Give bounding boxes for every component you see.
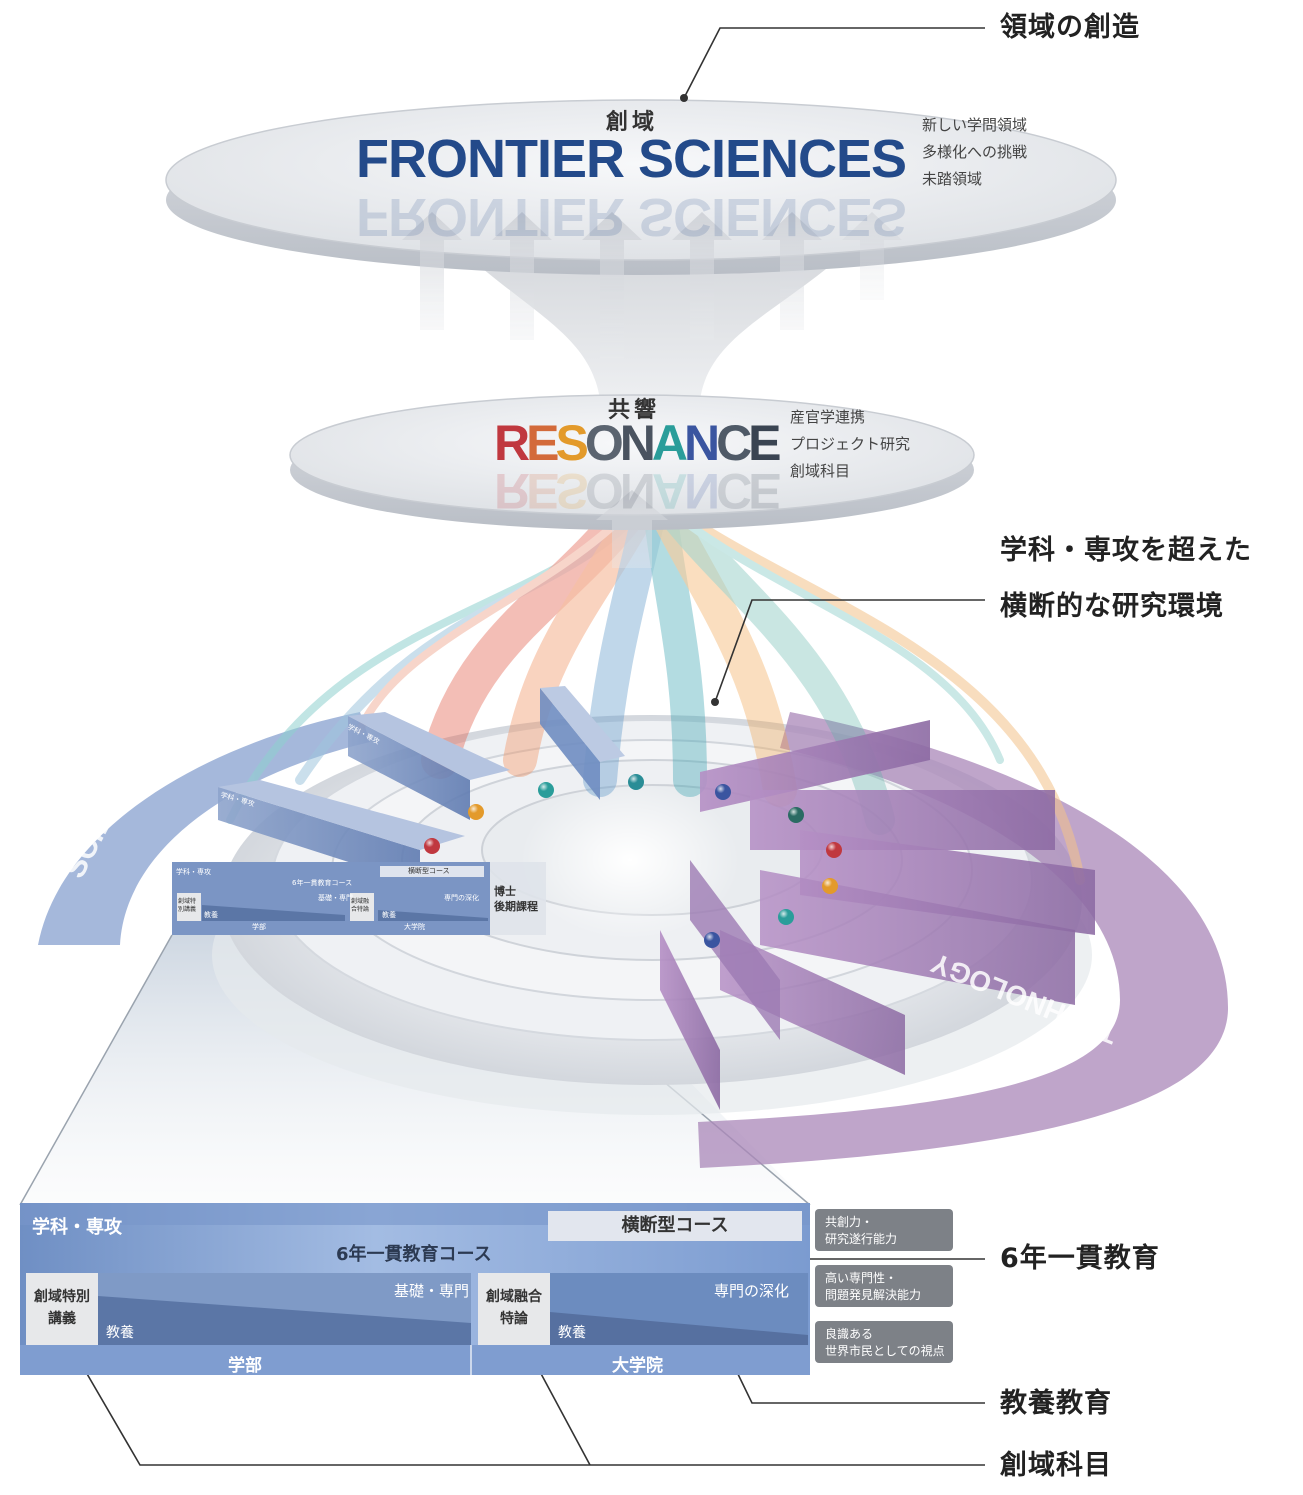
resonance-up-arrow bbox=[596, 490, 668, 568]
big-panel-kyoyo-left-wedge bbox=[98, 1296, 471, 1345]
big-panel-fusion-lecture: 創域融合 特論 bbox=[478, 1273, 550, 1345]
department-balls bbox=[424, 774, 842, 948]
small-panel-daigakuin: 大学院 bbox=[404, 923, 425, 931]
big-panel-kyoyo-left: 教養 bbox=[106, 1325, 134, 1341]
resonance-letter: E bbox=[526, 463, 556, 519]
resonance-letter: N bbox=[683, 415, 720, 471]
walls-science bbox=[218, 686, 625, 885]
walls-technology bbox=[660, 720, 1095, 1110]
big-panel-kiso: 基礎・専門 bbox=[394, 1282, 470, 1300]
frontier-arrows bbox=[402, 212, 902, 360]
resonance-letter: E bbox=[748, 415, 781, 471]
small-panel-kyoyo-left: 教養 bbox=[204, 911, 218, 919]
resonance-letter: O bbox=[584, 463, 620, 519]
resonance-letter: N bbox=[683, 463, 717, 519]
small-panel-header: 学科・専攻 bbox=[176, 868, 211, 876]
resonance-letter: N bbox=[619, 415, 656, 471]
callout-cross-line2: 横断的な研究環境 bbox=[1000, 591, 1224, 622]
resonance-letter: S bbox=[555, 415, 588, 471]
leader-lines bbox=[71, 27, 985, 1466]
resonance-letter: R bbox=[494, 415, 530, 471]
technology-arc bbox=[698, 712, 1229, 1168]
frontier-item: 未踏領域 bbox=[922, 170, 983, 188]
frontier-items: 新しい学問領域 多様化への挑戦 未踏領域 bbox=[922, 112, 1027, 193]
science-arc bbox=[38, 712, 370, 945]
resonance-en-title: RESONANCE bbox=[494, 414, 782, 472]
resonance-item: 産官学連携 bbox=[790, 408, 866, 426]
resonance-title-reflection: RESONANCE bbox=[494, 462, 778, 520]
small-panel-senmon: 専門の深化 bbox=[444, 894, 479, 902]
small-panel-special: 創域特別講義 bbox=[178, 898, 197, 913]
frontier-title-reflection: FRONTIER SCIENCES bbox=[356, 187, 907, 247]
big-panel-gakubu: 学部 bbox=[228, 1356, 262, 1376]
callout-cross-environment: 学科・専攻を超えた 横断的な研究環境 bbox=[1000, 523, 1252, 635]
resonance-letter: A bbox=[651, 415, 688, 471]
resonance-items: 産官学連携 プロジェクト研究 創域科目 bbox=[790, 404, 910, 485]
big-panel-cross-course: 横断型コース bbox=[548, 1211, 802, 1241]
small-panel-gakubu: 学部 bbox=[252, 923, 266, 931]
big-panel-kyoyo-right-wedge bbox=[550, 1312, 808, 1345]
leader-cross bbox=[714, 599, 985, 703]
callout-souiki-subjects: 創域科目 bbox=[1000, 1450, 1112, 1481]
resonance-letter: O bbox=[584, 415, 624, 471]
callout-cross-line1: 学科・専攻を超えた bbox=[1000, 535, 1252, 566]
resonance-item: プロジェクト研究 bbox=[790, 435, 911, 453]
big-panel-daigakuin: 大学院 bbox=[612, 1356, 663, 1376]
big-panel-special-lecture: 創域特別 講義 bbox=[26, 1273, 98, 1345]
callout-creation: 領域の創造 bbox=[1000, 12, 1140, 43]
resonance-letter: A bbox=[651, 463, 684, 519]
frontier-item: 新しい学問領域 bbox=[922, 116, 1028, 134]
resonance-letter: N bbox=[619, 463, 652, 519]
center-glow bbox=[520, 780, 740, 940]
small-panel-kiso: 基礎・専門 bbox=[318, 894, 353, 902]
big-panel-kyoyo-right: 教養 bbox=[558, 1325, 586, 1341]
frontier-item: 多様化への挑戦 bbox=[922, 143, 1028, 161]
small-panel-six-year: 6年一貫教育コース bbox=[292, 879, 353, 887]
resonance-letter: E bbox=[526, 415, 559, 471]
resonance-letter: R bbox=[494, 463, 527, 519]
side-box-expertise: 高い専門性・ 問題発見解決能力 bbox=[815, 1265, 953, 1307]
small-panel-doctoral: 博士 後期課程 bbox=[494, 885, 538, 913]
leader-souiki-left bbox=[71, 1347, 985, 1466]
resonance-letter: S bbox=[555, 463, 585, 519]
big-panel-senmon: 専門の深化 bbox=[714, 1282, 790, 1300]
resonance-letter: C bbox=[716, 463, 749, 519]
small-panel-cross: 横断型コース bbox=[408, 867, 450, 875]
big-panel-header: 学科・専攻 bbox=[32, 1217, 122, 1238]
frontier-jp-title: 創域 bbox=[606, 110, 659, 135]
leader-creation bbox=[683, 27, 985, 99]
resonance-jp-title: 共響 bbox=[608, 398, 661, 423]
beam-edge-left bbox=[19, 934, 173, 1206]
small-panel-fusion: 創域融合特論 bbox=[351, 898, 370, 913]
small-panel-doctoral-bg bbox=[490, 862, 546, 935]
side-box-citizenship: 良識ある 世界市民としての視点 bbox=[815, 1321, 953, 1363]
resonance-item: 創域科目 bbox=[790, 462, 851, 480]
callout-six-year: 6年一貫教育 bbox=[1000, 1243, 1160, 1274]
small-panel-cross bbox=[380, 866, 484, 877]
big-panel-footer bbox=[20, 1345, 810, 1375]
small-panel-kyoyo-right: 教養 bbox=[382, 911, 396, 919]
side-box-cocreation: 共創力・ 研究遂行能力 bbox=[815, 1209, 953, 1251]
frontier-en-title: FRONTIER SCIENCES bbox=[356, 129, 907, 189]
big-panel-six-year: 6年一貫教育コース bbox=[336, 1244, 492, 1265]
callout-liberal-arts: 教養教育 bbox=[1000, 1388, 1112, 1419]
resonance-letter: E bbox=[748, 463, 778, 519]
resonance-letter: C bbox=[716, 415, 752, 471]
